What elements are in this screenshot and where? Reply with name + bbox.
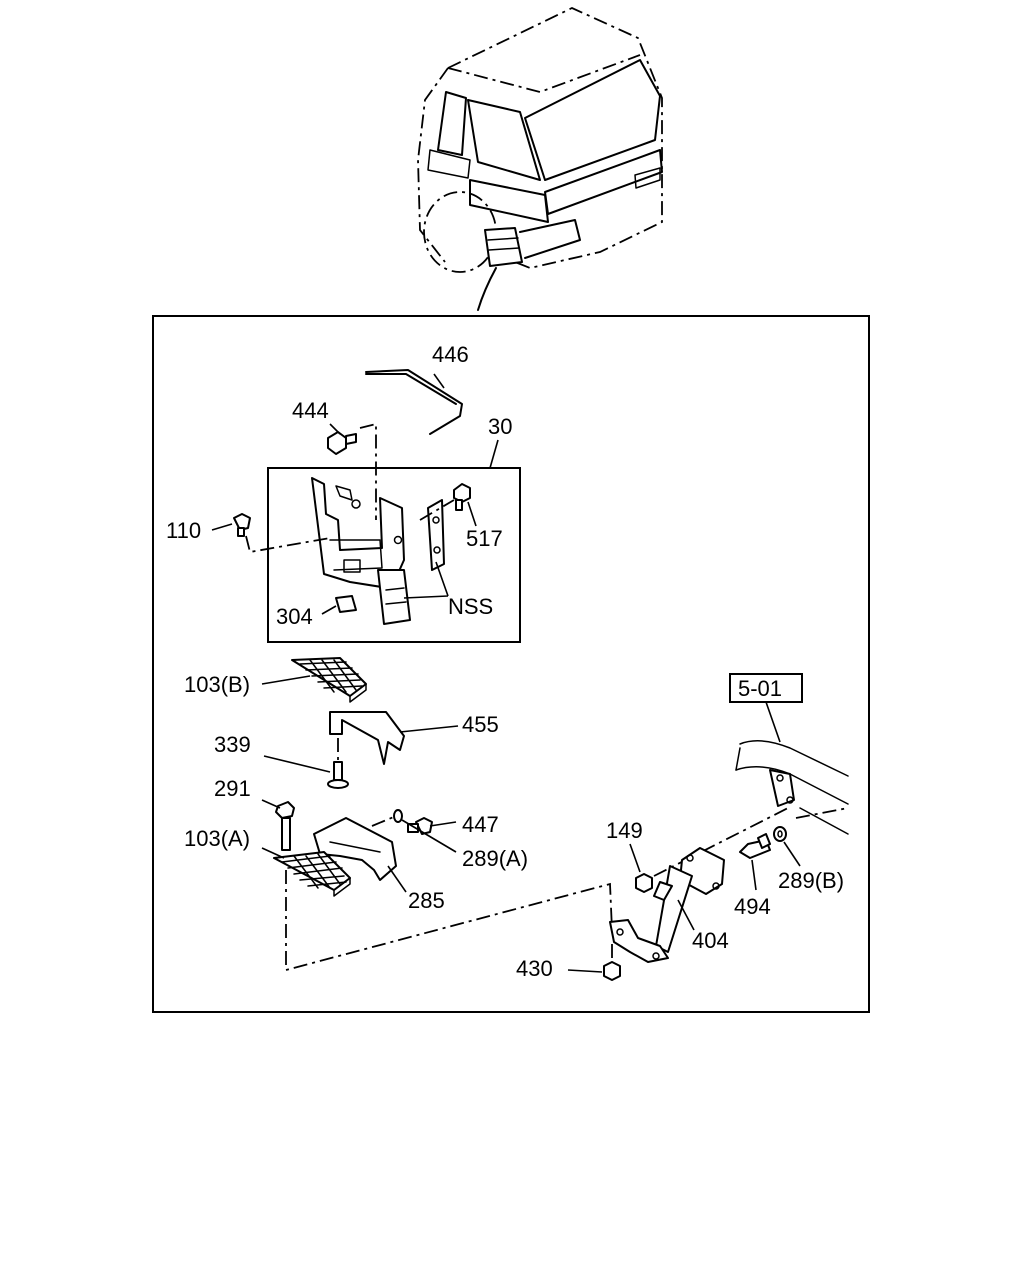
label-289b: 289(B) (778, 868, 844, 893)
part-304-clip (335, 595, 357, 613)
label-444: 444 (292, 398, 329, 423)
label-103a: 103(A) (184, 826, 250, 851)
label-291: 291 (214, 776, 251, 801)
leader-291 (261, 799, 281, 809)
label-455: 455 (462, 712, 499, 737)
leader-455 (399, 725, 459, 733)
leader-nss (403, 561, 449, 599)
part-447-bolt (407, 817, 433, 835)
leader-103a (261, 847, 285, 859)
assembly-30-box (267, 467, 521, 643)
leader-446 (433, 373, 445, 389)
part-291-bolt (275, 801, 295, 851)
part-149-nut (635, 873, 653, 893)
leader-30 (489, 439, 499, 469)
leader-289a (401, 819, 457, 853)
label-447: 447 (462, 812, 499, 837)
leader-285 (387, 865, 407, 893)
label-404: 404 (692, 928, 729, 953)
part-103a-step (273, 851, 351, 897)
part-404-hanger (609, 847, 725, 963)
ref-5-01-box (729, 673, 803, 703)
label-289a: 289(A) (462, 846, 528, 871)
leader-494 (751, 859, 757, 891)
part-289a-washer (393, 809, 403, 823)
bracket-assembly (311, 477, 445, 625)
part-455-bracket (329, 711, 405, 765)
part-430-nut (603, 961, 621, 981)
label-103b: 103(B) (184, 672, 250, 697)
part-110-bolt (233, 513, 251, 537)
leader-447 (429, 821, 457, 827)
part-103b-step (291, 657, 367, 703)
chain-444 (359, 422, 377, 520)
leader-430 (567, 969, 603, 973)
label-149: 149 (606, 818, 643, 843)
leader-517 (467, 501, 477, 527)
leader-444 (329, 423, 341, 435)
label-nss: NSS (448, 594, 493, 619)
label-339: 339 (214, 732, 251, 757)
chain-517 (419, 499, 455, 521)
part-517-bolt (453, 483, 471, 511)
part-285-bracket (313, 817, 397, 881)
part-494-bolt (739, 833, 771, 859)
part-289b-washer (773, 826, 787, 842)
part-446-rod (365, 369, 463, 435)
label-30: 30 (488, 414, 512, 439)
label-304: 304 (276, 604, 313, 629)
leader-5-01 (765, 701, 781, 743)
frame-rail (735, 740, 849, 835)
part-444-bolt (327, 431, 357, 455)
leader-304 (321, 605, 337, 615)
chain-110 (245, 535, 331, 554)
label-110: 110 (166, 518, 201, 543)
chain-149 (653, 807, 789, 877)
label-517: 517 (466, 526, 503, 551)
leader-103b (261, 675, 311, 685)
label-430: 430 (516, 956, 553, 981)
leader-339 (263, 755, 331, 773)
label-494: 494 (734, 894, 771, 919)
label-285: 285 (408, 888, 445, 913)
leader-110 (211, 523, 233, 531)
chain-447 (371, 815, 397, 827)
leader-404 (677, 899, 695, 931)
part-339-pin (327, 761, 349, 789)
leader-149 (629, 843, 641, 873)
detail-frame (152, 315, 870, 1013)
label-5-01: 5-01 (738, 676, 782, 701)
truck-cab-illustration (417, 7, 663, 311)
label-446: 446 (432, 342, 469, 367)
leader-289b (783, 841, 801, 867)
